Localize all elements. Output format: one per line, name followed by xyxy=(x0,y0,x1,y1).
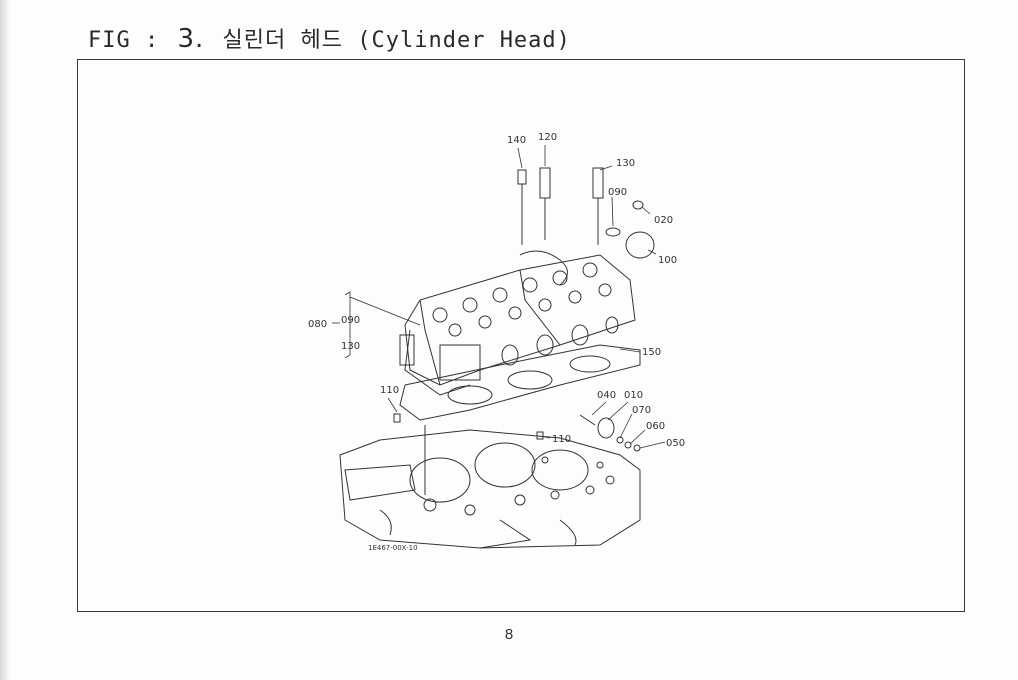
figure-number: 3. xyxy=(177,24,205,54)
leader-lines xyxy=(332,145,666,449)
label-part-070: 070 xyxy=(632,405,651,416)
label-part-060: 060 xyxy=(646,421,665,432)
figure-caption: 실린더 헤드 (Cylinder Head) xyxy=(222,28,571,53)
figure-title: FIG : 3. 실린더 헤드 (Cylinder Head) xyxy=(88,22,571,54)
page-number: 8 xyxy=(504,626,514,643)
scan-edge-shadow xyxy=(0,0,10,680)
cylinder-head-drawing xyxy=(399,250,636,396)
label-part-050: 050 xyxy=(666,438,685,449)
label-part-020: 020 xyxy=(654,215,673,226)
label-part-110-left: 110 xyxy=(380,385,399,396)
label-part-090-left: 090 xyxy=(341,315,360,326)
figure-prefix: FIG : xyxy=(88,28,160,53)
engine-block-drawing xyxy=(339,429,641,549)
gasket-drawing xyxy=(399,344,641,421)
label-part-140: 140 xyxy=(507,135,526,146)
bolts-drawing xyxy=(393,167,655,495)
label-part-130-left: 130 xyxy=(341,341,360,352)
label-part-010: 010 xyxy=(624,390,643,401)
label-part-150: 150 xyxy=(642,347,661,358)
label-part-080: 080 xyxy=(308,319,327,330)
label-part-120: 120 xyxy=(538,132,557,143)
label-part-130-top: 130 xyxy=(616,158,635,169)
drawing-code: 1E467-00X-10 xyxy=(368,544,418,552)
label-part-100: 100 xyxy=(658,255,677,266)
label-part-090-top: 090 xyxy=(608,187,627,198)
diagram-frame xyxy=(77,59,965,612)
label-part-040: 040 xyxy=(597,390,616,401)
label-part-110-mid: 110 xyxy=(552,434,571,445)
